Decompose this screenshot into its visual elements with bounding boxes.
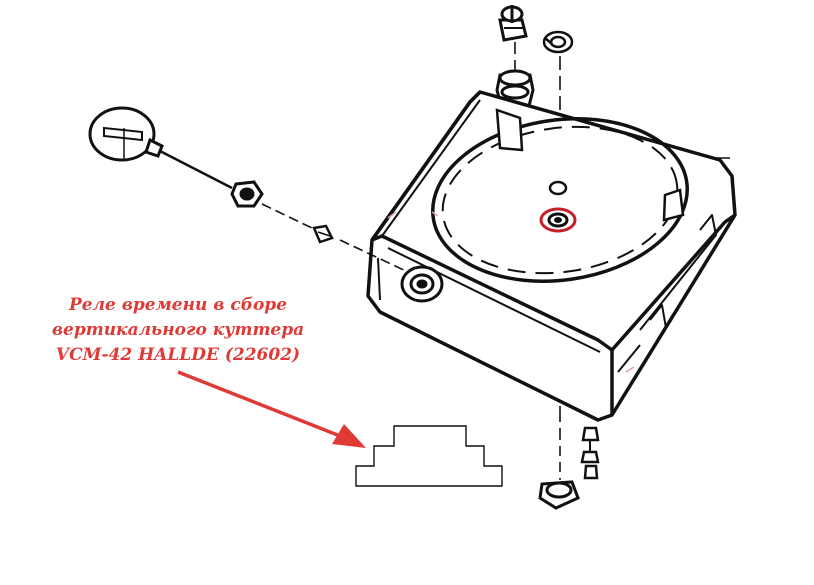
pointer-arrow <box>177 370 366 448</box>
bottom-nut <box>538 480 580 510</box>
caption-line-1: Реле времени в сборе <box>68 295 288 315</box>
caption-line-3: VCM-42 HALLDE (22602) <box>55 345 301 365</box>
red-marks <box>387 211 635 373</box>
cam-disc <box>88 106 164 162</box>
front-knob <box>400 265 444 303</box>
caption-line-2: вертикального куттера <box>51 320 305 340</box>
side-screw <box>312 224 334 244</box>
timer-dial-plate <box>431 108 689 283</box>
side-nut <box>230 180 264 208</box>
timer-housing <box>366 90 737 422</box>
top-nut <box>498 5 528 42</box>
timer-relay-outline <box>355 425 503 487</box>
bottom-screws <box>580 426 600 480</box>
relay-caption: Реле времени в сборе вертикального кутте… <box>28 293 328 368</box>
washer-ring <box>542 30 574 54</box>
side-assembly-line <box>157 148 409 273</box>
center-hub <box>539 180 577 233</box>
